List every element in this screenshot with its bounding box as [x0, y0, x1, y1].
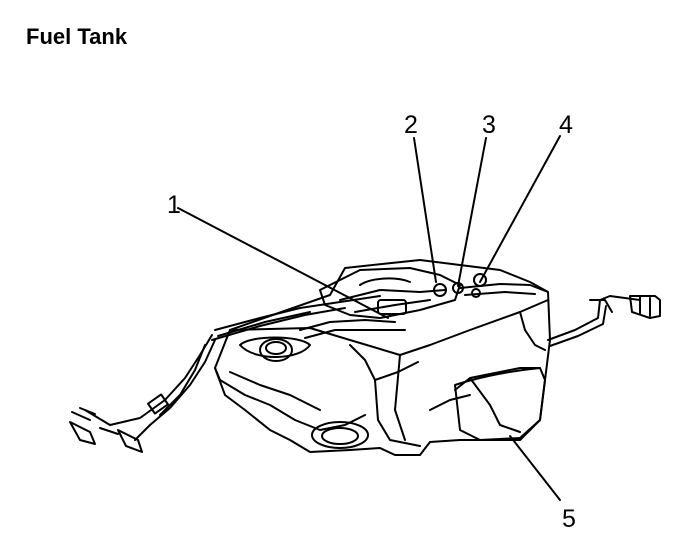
callout-2: 2: [404, 111, 418, 139]
tank-oval-port: [311, 421, 369, 449]
callout-3: 3: [482, 111, 496, 139]
tank-front-panel: [349, 344, 421, 447]
leader-line-4: [479, 135, 561, 283]
tank-sump: [454, 367, 546, 441]
left-connector-2: [117, 429, 143, 453]
leader-line-5: [509, 435, 561, 501]
filler-neck: [259, 338, 293, 362]
pump-module: [319, 267, 461, 319]
leader-line-3: [457, 137, 487, 287]
callout-5: 5: [562, 505, 576, 533]
callout-1: 1: [167, 191, 181, 219]
left-connector-1: [69, 421, 96, 445]
tank-top-edge: [229, 299, 549, 356]
leader-line-2: [413, 137, 437, 283]
diagram-title: Fuel Tank: [26, 24, 128, 49]
right-harness: [547, 295, 641, 341]
right-connector: [629, 295, 661, 319]
callout-4: 4: [559, 111, 573, 139]
leader-line-1: [177, 207, 389, 319]
